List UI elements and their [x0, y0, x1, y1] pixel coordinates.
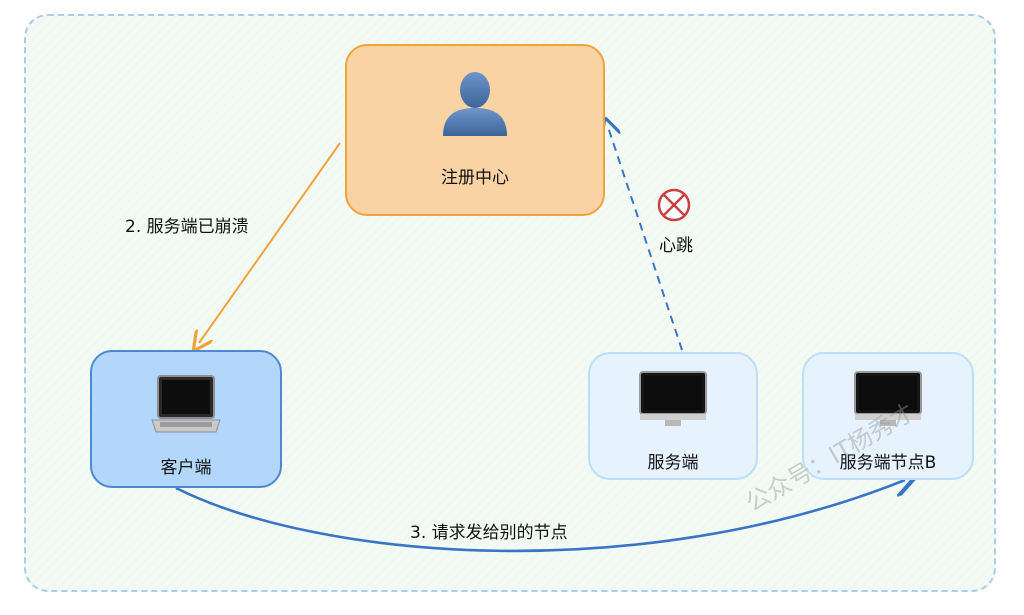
server-node[interactable]: 服务端 [588, 352, 758, 480]
heartbeat-failed-icon [657, 188, 691, 222]
server-b-label: 服务端节点B [839, 453, 937, 473]
client-label: 客户端 [160, 458, 212, 478]
request-edge-label: 3. 请求发给别的节点 [410, 523, 568, 543]
client-node[interactable]: 客户端 [90, 350, 282, 488]
laptop-icon [151, 375, 221, 433]
server-label: 服务端 [647, 453, 699, 473]
crash-edge-label: 2. 服务端已崩溃 [125, 217, 249, 237]
request-arrow [175, 480, 905, 553]
heartbeat-arrow [608, 127, 683, 351]
registry-label: 注册中心 [441, 168, 509, 188]
crash-arrow [199, 142, 341, 343]
server-b-node[interactable]: 服务端节点B [802, 352, 974, 480]
heartbeat-edge-label: 心跳 [659, 236, 693, 256]
user-icon [443, 72, 507, 136]
registry-node[interactable]: 注册中心 [345, 44, 605, 216]
monitor-icon [854, 371, 922, 426]
monitor-icon [639, 371, 707, 426]
